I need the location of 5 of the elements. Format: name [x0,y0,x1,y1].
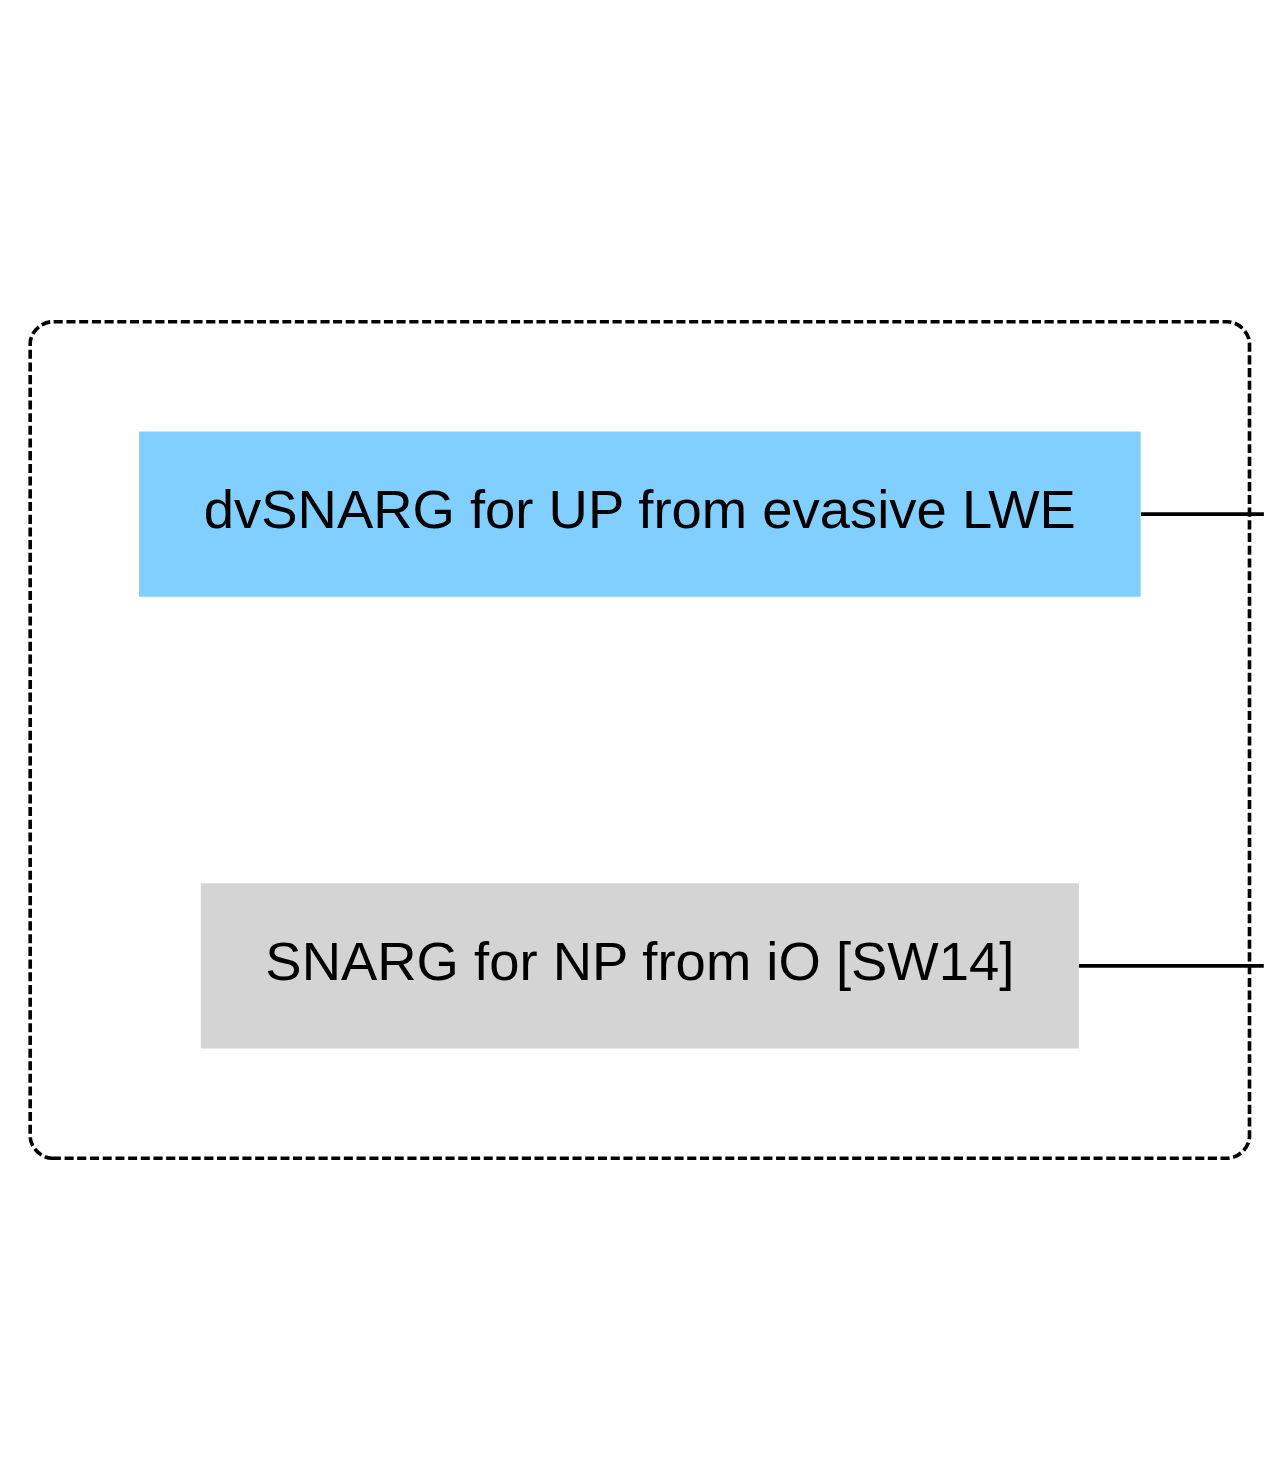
cluster [28,319,1252,1160]
node-box: SNARG for NP from iO [SW14] [200,882,1079,1048]
connector [1079,963,1264,968]
node-box: dvSNARG for UP from evasive LWE [139,431,1141,597]
connector [1141,511,1264,516]
